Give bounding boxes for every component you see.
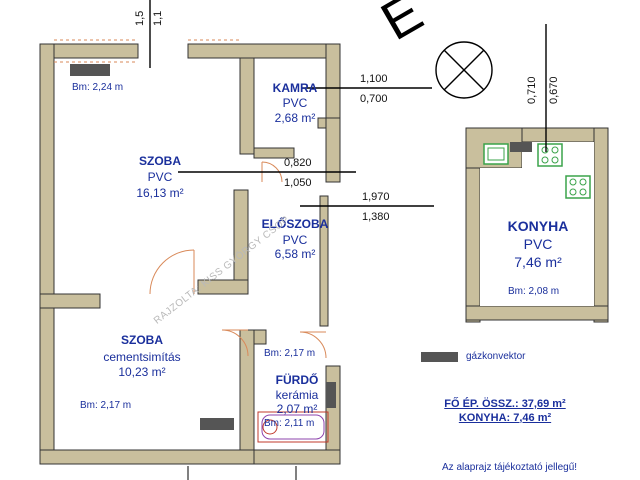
bathtub: [257, 411, 329, 443]
light-fixture-icon: [435, 41, 493, 99]
bm-konyha: Bm: 2,08 m: [508, 286, 560, 297]
dim-3-bottom: 1,380: [362, 211, 390, 223]
room-area-furdo: 2,07 m²: [276, 402, 318, 416]
room-name-konyha: KONYHA: [507, 218, 569, 234]
dim-v-top-a: 1,5: [134, 10, 146, 26]
dim-2-top: 0,820: [284, 157, 312, 169]
dim-1-top: 1,100: [360, 73, 388, 85]
gas-convectors: [70, 64, 532, 430]
room-name-eloszoba: ELŐSZOBA: [261, 217, 329, 231]
dim-3-top: 1,970: [362, 191, 390, 203]
disclaimer-note: Az alaprajz tájékoztató jellegű!: [442, 462, 578, 473]
legend-swatch: [421, 352, 458, 362]
room-name-furdo: FÜRDŐ: [275, 373, 319, 387]
room-floor-szoba2: cementsimítás: [103, 350, 181, 364]
room-area-konyha: 7,46 m²: [514, 254, 562, 270]
room-area-kamra: 2,68 m²: [274, 111, 316, 125]
axis-lines: [187, 466, 297, 480]
dim-v-right: 0,670: [548, 76, 560, 104]
bm-szoba1: Bm: 2,24 m: [72, 82, 124, 93]
dimension-lines: [149, 0, 547, 207]
room-floor-furdo: kerámia: [275, 388, 319, 402]
openings: [54, 39, 240, 63]
room-name-kamra: KAMRA: [272, 81, 318, 95]
room-name-szoba2: SZOBA: [121, 333, 163, 347]
area-totals: FŐ ÉP. ÖSSZ.: 37,69 m² KONYHA: 7,46 m²: [420, 398, 590, 426]
room-floor-szoba1: PVC: [147, 170, 173, 184]
dim-v-top-b: 1,1: [152, 10, 164, 26]
door-swings: [149, 161, 327, 359]
room-area-szoba2: 10,23 m²: [118, 365, 166, 379]
stove-icon-2: [565, 175, 591, 199]
room-name-szoba1: SZOBA: [139, 154, 181, 168]
room-floor-konyha: PVC: [523, 236, 553, 252]
stove-icon: [537, 143, 563, 167]
room-area-szoba1: 16,13 m²: [136, 186, 184, 200]
room-floor-kamra: PVC: [282, 96, 308, 110]
dim-2-bottom: 1,050: [284, 177, 312, 189]
room-area-eloszoba: 6,58 m²: [274, 247, 316, 261]
dim-v-left: 0,710: [526, 76, 538, 104]
room-floor-eloszoba: PVC: [282, 233, 308, 247]
total-kitchen: KONYHA: 7,46 m²: [458, 411, 552, 424]
bm-szoba2: Bm: 2,17 m: [80, 400, 132, 411]
bm-furdo: Bm: 2,11 m: [264, 418, 315, 429]
total-main-building: FŐ ÉP. ÖSSZ.: 37,69 m²: [444, 398, 566, 410]
dim-1-bottom: 0,700: [360, 93, 388, 105]
bm-eloszoba: Bm: 2,17 m: [264, 348, 316, 359]
legend-label: gázkonvektor: [466, 351, 526, 362]
walls: [39, 43, 341, 465]
kitchen-sink: [483, 143, 509, 165]
